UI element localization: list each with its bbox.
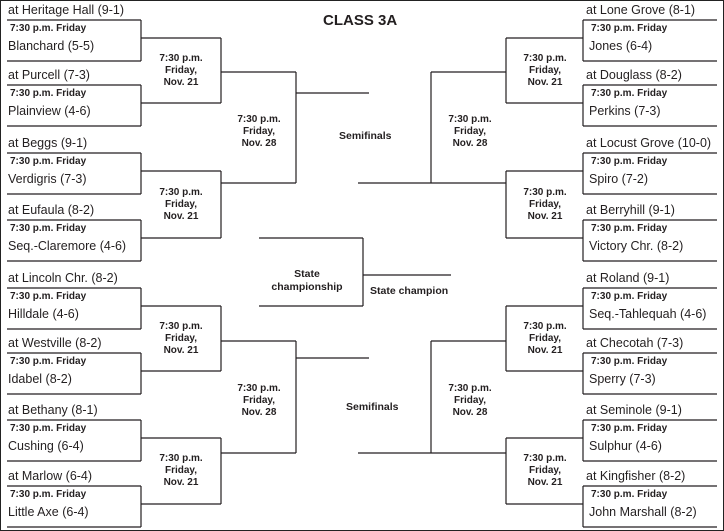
right-visitor-team: Perkins (7-3) — [589, 104, 661, 118]
left-r2-time: 7:30 p.m.Friday,Nov. 21 — [159, 320, 203, 356]
left-visitor-team: Idabel (8-2) — [8, 372, 72, 386]
right-host-team: at Douglass (8-2) — [586, 68, 682, 82]
left-host-team: at Marlow (6-4) — [8, 469, 93, 483]
right-game-time: 7:30 p.m. Friday — [591, 156, 668, 167]
right-host-team: at Lone Grove (8-1) — [586, 3, 696, 17]
semifinals-label-bottom: Semifinals — [346, 401, 399, 413]
right-game-time: 7:30 p.m. Friday — [591, 356, 668, 367]
right-visitor-team: John Marshall (8-2) — [589, 505, 697, 519]
right-game-time: 7:30 p.m. Friday — [591, 489, 668, 500]
left-r3-time: 7:30 p.m.Friday,Nov. 28 — [237, 383, 281, 418]
right-r2-time: 7:30 p.m.Friday,Nov. 21 — [523, 52, 567, 88]
right-visitor-team: Sulphur (4-6) — [589, 439, 662, 453]
right-host-team: at Roland (9-1) — [586, 271, 670, 285]
left-game-time: 7:30 p.m. Friday — [10, 223, 87, 234]
left-host-team: at Heritage Hall (9-1) — [8, 3, 125, 17]
left-visitor-team: Little Axe (6-4) — [8, 505, 89, 519]
right-r3-time: 7:30 p.m.Friday,Nov. 28 — [448, 113, 492, 149]
left-visitor-team: Seq.-Claremore (4-6) — [8, 239, 127, 253]
right-game-time: 7:30 p.m. Friday — [591, 423, 668, 434]
right-r2-time: 7:30 p.m.Friday,Nov. 21 — [523, 186, 567, 222]
state-champion-label: State champion — [370, 285, 449, 297]
bracket-title: CLASS 3A — [323, 12, 398, 29]
left-visitor-team: Verdigris (7-3) — [8, 172, 87, 186]
left-visitor-team: Cushing (6-4) — [8, 439, 84, 453]
left-game-time: 7:30 p.m. Friday — [10, 88, 87, 99]
left-r2-time: 7:30 p.m.Friday,Nov. 21 — [159, 52, 203, 88]
state-championship-label: State championship — [271, 268, 343, 293]
right-host-team: at Seminole (9-1) — [586, 403, 682, 417]
right-visitor-team: Sperry (7-3) — [589, 372, 656, 386]
right-visitor-team: Jones (6-4) — [589, 39, 653, 53]
right-game-time: 7:30 p.m. Friday — [591, 291, 668, 302]
right-host-team: at Berryhill (9-1) — [586, 203, 675, 217]
right-r2-time: 7:30 p.m.Friday,Nov. 21 — [523, 453, 567, 488]
left-host-team: at Purcell (7-3) — [8, 68, 90, 82]
right-r2-time: 7:30 p.m.Friday,Nov. 21 — [523, 320, 567, 356]
left-host-team: at Eufaula (8-2) — [8, 203, 95, 217]
left-host-team: at Westville (8-2) — [8, 336, 102, 350]
left-host-team: at Lincoln Chr. (8-2) — [8, 271, 118, 285]
left-r2-time: 7:30 p.m.Friday,Nov. 21 — [159, 186, 203, 222]
right-host-team: at Checotah (7-3) — [586, 336, 684, 350]
right-game-time: 7:30 p.m. Friday — [591, 223, 668, 234]
left-game-time: 7:30 p.m. Friday — [10, 356, 87, 367]
left-visitor-team: Hilldale (4-6) — [8, 307, 79, 321]
right-host-team: at Locust Grove (10-0) — [586, 136, 712, 150]
left-host-team: at Beggs (9-1) — [8, 136, 88, 150]
left-host-team: at Bethany (8-1) — [8, 403, 98, 417]
right-visitor-team: Spiro (7-2) — [589, 172, 649, 186]
left-visitor-team: Blanchard (5-5) — [8, 39, 95, 53]
semifinals-label-top: Semifinals — [339, 130, 392, 142]
left-game-time: 7:30 p.m. Friday — [10, 423, 87, 434]
left-r2-time: 7:30 p.m.Friday,Nov. 21 — [159, 453, 203, 488]
left-game-time: 7:30 p.m. Friday — [10, 489, 87, 500]
right-visitor-team: Seq.-Tahlequah (4-6) — [589, 307, 707, 321]
right-visitor-team: Victory Chr. (8-2) — [589, 239, 684, 253]
right-game-time: 7:30 p.m. Friday — [591, 23, 668, 34]
right-game-time: 7:30 p.m. Friday — [591, 88, 668, 99]
left-game-time: 7:30 p.m. Friday — [10, 156, 87, 167]
left-visitor-team: Plainview (4-6) — [8, 104, 91, 118]
left-r3-time: 7:30 p.m.Friday,Nov. 28 — [237, 113, 281, 149]
right-r3-time: 7:30 p.m.Friday,Nov. 28 — [448, 383, 492, 418]
left-game-time: 7:30 p.m. Friday — [10, 291, 87, 302]
right-host-team: at Kingfisher (8-2) — [586, 469, 686, 483]
left-game-time: 7:30 p.m. Friday — [10, 23, 87, 34]
